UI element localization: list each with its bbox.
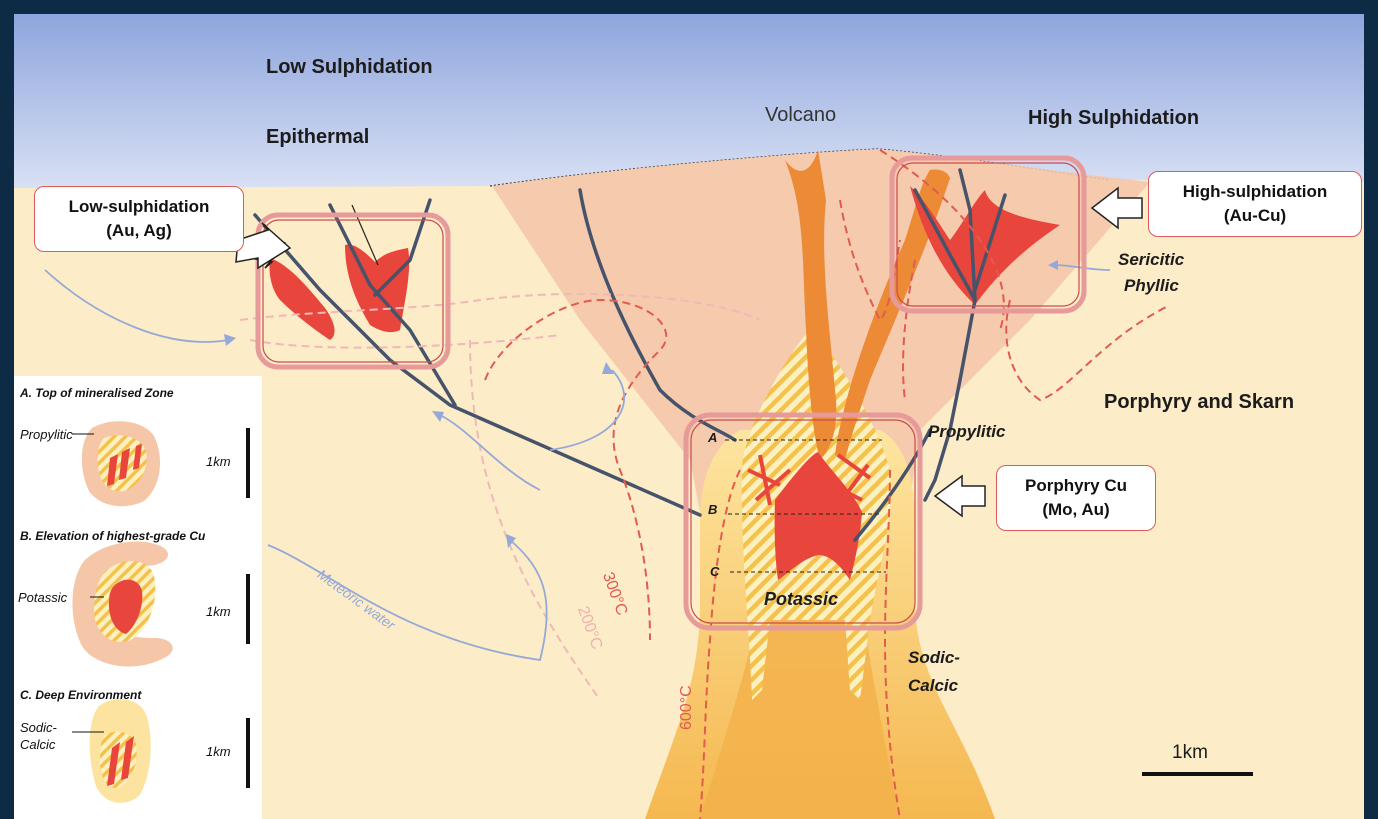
callout-high-line2: (Au-Cu) (1149, 204, 1361, 228)
zone-phyllic: Phyllic (1124, 276, 1179, 296)
zone-potassic: Potassic (764, 589, 838, 610)
heading-volcano: Volcano (765, 104, 836, 127)
callout-low-line2: (Au, Ag) (35, 219, 243, 243)
inset-a-scale-label: 1km (206, 454, 231, 469)
callout-porphyry: Porphyry Cu (Mo, Au) (996, 465, 1156, 531)
callout-low-line1: Low-sulphidation (35, 195, 243, 219)
inset-a-title: A. Top of mineralised Zone (20, 386, 174, 400)
inset-plan-views: A. Top of mineralised Zone Propylitic 1k… (14, 376, 262, 819)
inset-a-zone: Propylitic (20, 427, 73, 442)
inset-c-scale-label: 1km (206, 744, 231, 759)
level-c: C (710, 564, 719, 579)
inset-b-scale-label: 1km (206, 604, 231, 619)
callout-porphyry-line2: (Mo, Au) (997, 498, 1155, 522)
callout-porphyry-line1: Porphyry Cu (997, 474, 1155, 498)
inset-b-zone: Potassic (18, 590, 67, 605)
zone-propylitic: Propylitic (928, 422, 1005, 442)
inset-b-title: B. Elevation of highest-grade Cu (20, 529, 205, 543)
level-b: B (708, 502, 717, 517)
callout-high-line1: High-sulphidation (1149, 180, 1361, 204)
heading-epithermal: Epithermal (266, 126, 369, 149)
scale-bar-label: 1km (1172, 742, 1208, 764)
heading-high-sulphidation: High Sulphidation (1028, 107, 1199, 130)
inset-c-title: C. Deep Environment (20, 688, 141, 702)
zone-sodic: Sodic- (908, 648, 960, 668)
zone-calcic: Calcic (908, 676, 958, 696)
isotherm-600: 600°C (678, 685, 696, 730)
callout-low-sulphidation: Low-sulphidation (Au, Ag) (34, 186, 244, 252)
inset-c-zone1: Sodic- (20, 720, 57, 735)
heading-porphyry-skarn: Porphyry and Skarn (1104, 391, 1294, 414)
heading-low-sulphidation: Low Sulphidation (266, 56, 433, 79)
inset-c-zone2: Calcic (20, 737, 55, 752)
callout-high-sulphidation: High-sulphidation (Au-Cu) (1148, 171, 1362, 237)
level-a: A (708, 430, 717, 445)
zone-sericitic: Sericitic (1118, 250, 1184, 270)
